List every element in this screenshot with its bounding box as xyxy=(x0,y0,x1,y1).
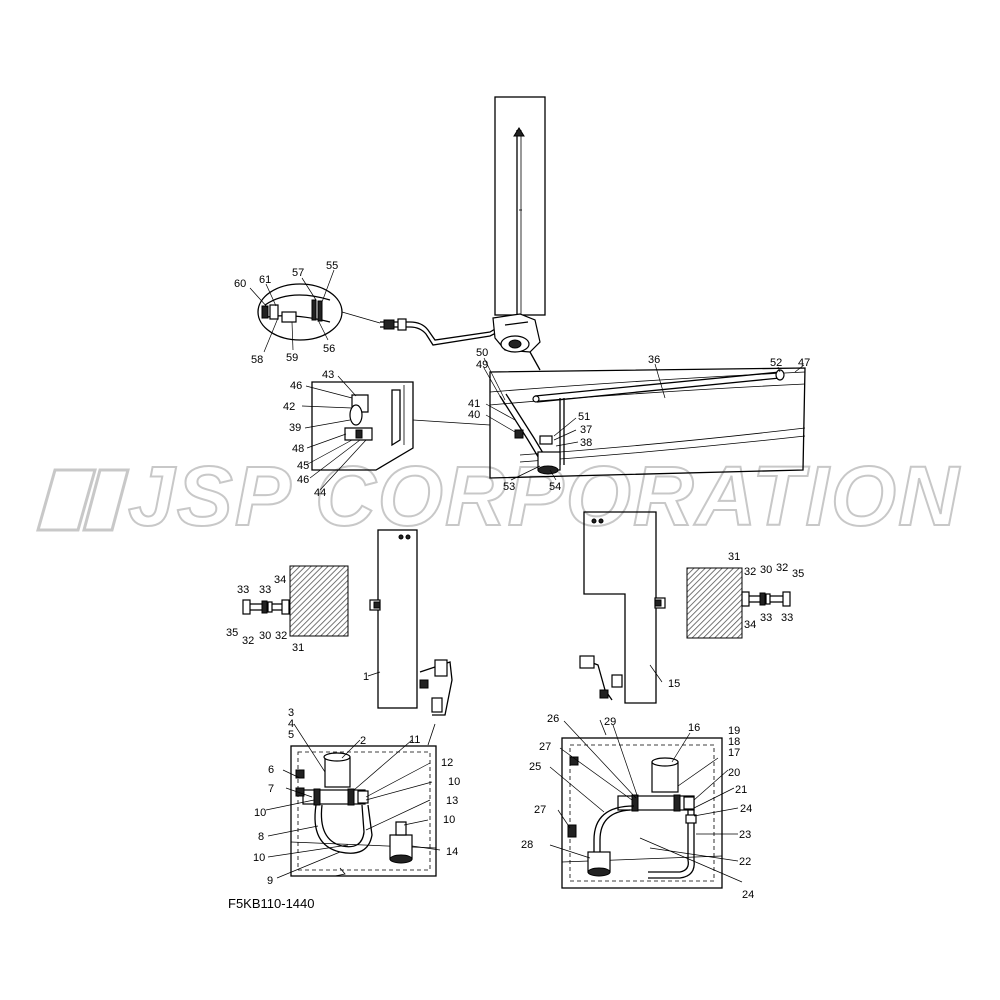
hatched-panel-left xyxy=(289,565,349,637)
callout-label: 31 xyxy=(728,551,740,563)
callout-label: 15 xyxy=(668,678,680,690)
callout-label: 1 xyxy=(363,671,369,683)
callout-label: 40 xyxy=(468,409,480,421)
fitting-row-left xyxy=(242,599,290,615)
callout-label: 54 xyxy=(549,481,561,493)
callout-label: 35 xyxy=(792,568,804,580)
callout-label: 27 xyxy=(539,741,551,753)
callout-label: 33 xyxy=(781,612,793,624)
hull-detail-view xyxy=(489,367,806,479)
callout-label: 37 xyxy=(580,424,592,436)
callout-label: 13 xyxy=(446,795,458,807)
callout-label: 56 xyxy=(323,343,335,355)
callout-label: 11 xyxy=(409,734,420,746)
callout-label: 52 xyxy=(770,357,782,369)
callout-label: 19 xyxy=(728,725,740,737)
callout-label: 18 xyxy=(728,736,740,748)
callout-label: 17 xyxy=(728,747,740,759)
callout-label: 10 xyxy=(443,814,455,826)
fitting-row-right xyxy=(741,591,791,607)
callout-label: 46 xyxy=(297,474,309,486)
callout-label: 31 xyxy=(292,642,304,654)
callout-label: 36 xyxy=(648,354,660,366)
callout-label: 10 xyxy=(253,852,265,864)
callout-label: 21 xyxy=(735,784,747,796)
callout-label: 48 xyxy=(292,443,304,455)
callout-label: 34 xyxy=(274,574,286,586)
callout-label: 61 xyxy=(259,274,271,286)
callout-label: 59 xyxy=(286,352,298,364)
callout-label: 27 xyxy=(534,804,546,816)
callout-label: 44 xyxy=(314,487,326,499)
callout-label: 45 xyxy=(297,460,309,472)
callout-label: 32 xyxy=(242,635,254,647)
callout-label: 23 xyxy=(739,829,751,841)
callout-label: 43 xyxy=(322,369,334,381)
callout-label: 33 xyxy=(259,584,271,596)
compartment-left xyxy=(290,745,437,877)
callout-label: 32 xyxy=(744,566,756,578)
tank-left xyxy=(369,529,453,746)
callout-label: 30 xyxy=(259,630,271,642)
tall-tank-panel xyxy=(494,96,546,318)
callout-label: 38 xyxy=(580,437,592,449)
callout-label: 32 xyxy=(275,630,287,642)
callout-label: 26 xyxy=(547,713,559,725)
callout-label: 25 xyxy=(529,761,541,773)
callout-label: 58 xyxy=(251,354,263,366)
callout-label: 20 xyxy=(728,767,740,779)
callout-label: 55 xyxy=(326,260,338,272)
callout-label: 2 xyxy=(360,735,366,747)
callout-label: 51 xyxy=(578,411,590,423)
callout-label: 5 xyxy=(288,729,294,741)
callout-label: 60 xyxy=(234,278,246,290)
callout-label: 10 xyxy=(254,807,266,819)
callout-label: 57 xyxy=(292,267,304,279)
callout-label: 50 xyxy=(476,347,488,359)
callout-label: 4 xyxy=(288,718,294,730)
callout-label: 9 xyxy=(267,875,273,887)
callout-label: 47 xyxy=(798,357,810,369)
callout-label: 6 xyxy=(268,764,274,776)
callout-label: 42 xyxy=(283,401,295,413)
callout-label: 24 xyxy=(740,803,752,815)
callout-label: 53 xyxy=(503,481,515,493)
watermark: JSP CORPORATION xyxy=(36,448,960,544)
callout-label: 29 xyxy=(604,716,616,728)
hose-assembly xyxy=(380,313,541,371)
callout-label: 33 xyxy=(760,612,772,624)
callout-label: 34 xyxy=(744,619,756,631)
callout-label: 14 xyxy=(446,846,458,858)
callout-label: 35 xyxy=(226,627,238,639)
jsp-logo-icon xyxy=(36,468,130,532)
leader-lines xyxy=(249,269,805,883)
callout-label: 10 xyxy=(448,776,460,788)
callout-label: 32 xyxy=(776,562,788,574)
callout-label: 49 xyxy=(476,359,488,371)
callout-label: 3 xyxy=(288,707,294,719)
callout-label: 12 xyxy=(441,757,453,769)
callout-label: 30 xyxy=(760,564,772,576)
callout-label: 8 xyxy=(258,831,264,843)
diagram-code: F5KB110-1440 xyxy=(228,896,315,911)
tank-right xyxy=(579,511,666,736)
callout-label: 7 xyxy=(268,783,274,795)
compartment-right xyxy=(561,737,723,889)
callout-label: 46 xyxy=(290,380,302,392)
hatched-panel-right xyxy=(686,567,743,639)
callout-label: 33 xyxy=(237,584,249,596)
callout-labels: 60 61 57 55 58 59 56 50 49 36 52 47 41 4… xyxy=(226,260,810,901)
callout-label: 22 xyxy=(739,856,751,868)
callout-label: 16 xyxy=(688,722,700,734)
callout-label: 24 xyxy=(742,889,754,901)
callout-label: 41 xyxy=(468,398,480,410)
detail-circle-hose-fittings xyxy=(257,283,381,341)
callout-label: 28 xyxy=(521,839,533,851)
callout-label: 39 xyxy=(289,422,301,434)
bracket-detail-view xyxy=(311,381,491,471)
